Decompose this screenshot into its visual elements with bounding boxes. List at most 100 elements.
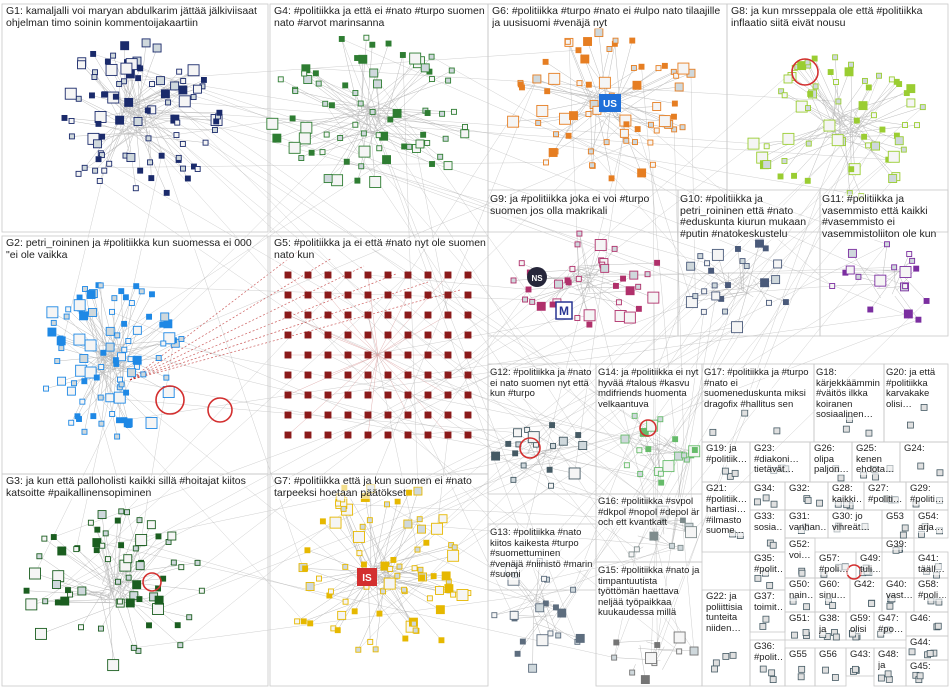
node-g8	[748, 138, 759, 149]
node-g1	[100, 134, 105, 139]
node-g5	[305, 332, 311, 338]
node-g6	[624, 122, 629, 127]
node-g4	[359, 55, 367, 63]
group-label-g29: G29: #politi…	[910, 484, 946, 505]
node-g9	[575, 242, 580, 247]
edge	[148, 116, 218, 117]
node-g5	[405, 352, 411, 358]
node-g3	[108, 660, 119, 671]
node-g4	[374, 80, 382, 88]
node-g11	[924, 298, 929, 303]
node-g4	[370, 177, 381, 188]
node-g7	[424, 540, 429, 545]
node-g5	[365, 292, 371, 298]
node-g5	[325, 352, 331, 358]
group-label-text: G29: #politi…	[910, 484, 944, 505]
group-label-text: G5: #politiikka ja ei että #nato nyt ole…	[274, 238, 486, 261]
node-g8	[808, 91, 813, 96]
node-g6	[584, 38, 592, 46]
node-g6	[672, 101, 677, 106]
node-g10	[687, 262, 695, 270]
node-g14	[682, 453, 687, 458]
node-g16	[678, 545, 683, 550]
group-label-g19: G19: ja #politiik…	[706, 444, 748, 465]
node-g1	[164, 190, 169, 195]
node-g11	[914, 266, 919, 271]
node-g2	[163, 387, 174, 398]
node-g5	[385, 412, 391, 418]
node-g5	[465, 352, 471, 358]
node-g10	[712, 283, 717, 288]
node-g7	[338, 611, 346, 619]
edge	[130, 250, 300, 380]
node-g32	[817, 500, 823, 506]
node-g5	[365, 372, 371, 378]
node-g4	[302, 71, 307, 76]
node-g7	[343, 599, 348, 604]
edge	[568, 293, 618, 302]
node-g5	[445, 392, 451, 398]
node-g1	[201, 77, 206, 82]
group-label-g42: G42:	[854, 580, 880, 591]
node-g5	[285, 272, 291, 278]
node-g2	[128, 357, 133, 362]
node-g1	[138, 168, 143, 173]
edge	[112, 312, 408, 435]
node-g1	[145, 108, 150, 113]
node-g7	[373, 647, 378, 652]
node-g1	[106, 64, 117, 75]
node-g5	[405, 432, 411, 438]
node-g6	[588, 149, 593, 154]
node-g1	[105, 59, 110, 64]
group-label-text: G11: #politiikka ja vasemmisto että kaik…	[822, 194, 936, 240]
group-label-text: G18: kärjekkäämmin #väitös ilkka koirane…	[816, 368, 880, 420]
node-g5	[445, 272, 451, 278]
node-g11	[856, 274, 861, 279]
node-g17	[774, 428, 780, 434]
node-g7	[439, 515, 447, 523]
group-label-g31: G31: vanhan…	[789, 512, 826, 533]
node-g3	[51, 535, 56, 540]
node-g2	[119, 289, 124, 294]
node-g1	[179, 86, 187, 94]
node-g3	[168, 532, 176, 540]
node-g5	[345, 372, 351, 378]
node-g13	[556, 633, 561, 638]
node-g6	[559, 113, 570, 124]
node-g1	[69, 118, 74, 123]
group-label-g7: G7: #politiikka että ja kun suomen ei #n…	[274, 476, 486, 499]
node-g36	[760, 666, 766, 672]
group-label-g39: G39:	[886, 540, 912, 550]
node-g2	[74, 334, 85, 345]
group-label-g58: G58: #poli…	[918, 580, 946, 601]
node-g48	[886, 676, 892, 682]
node-g8	[845, 68, 853, 76]
node-g12	[514, 429, 522, 437]
node-g8	[854, 118, 859, 123]
group-label-g49: G49: tuli…	[860, 554, 880, 575]
node-g4	[338, 135, 343, 140]
node-g10	[702, 289, 707, 294]
group-label-g38: G38: ja	[819, 614, 844, 635]
node-g55	[799, 666, 805, 672]
is-badge: IS	[362, 573, 372, 584]
node-g5	[385, 392, 391, 398]
node-g3	[179, 565, 184, 570]
node-g6	[638, 169, 646, 177]
node-g4	[361, 131, 366, 136]
node-g6	[609, 176, 614, 181]
node-g9	[636, 306, 641, 311]
node-g7	[404, 520, 412, 528]
node-g16	[629, 552, 634, 557]
node-g6	[653, 102, 661, 110]
node-g6	[671, 114, 676, 119]
node-g33	[770, 542, 776, 548]
node-g5	[325, 272, 331, 278]
node-g14	[659, 480, 664, 485]
node-g5	[445, 292, 451, 298]
group-label-g10: G10: #politiikka ja petri_roininen että …	[680, 194, 818, 240]
group-label-g33: G33: sosia…	[754, 512, 783, 533]
group-label-text: G14: ja #politiikka ei nyt hyvää #talous…	[598, 368, 698, 410]
us-badge: US	[603, 99, 617, 110]
node-g1	[76, 171, 81, 176]
